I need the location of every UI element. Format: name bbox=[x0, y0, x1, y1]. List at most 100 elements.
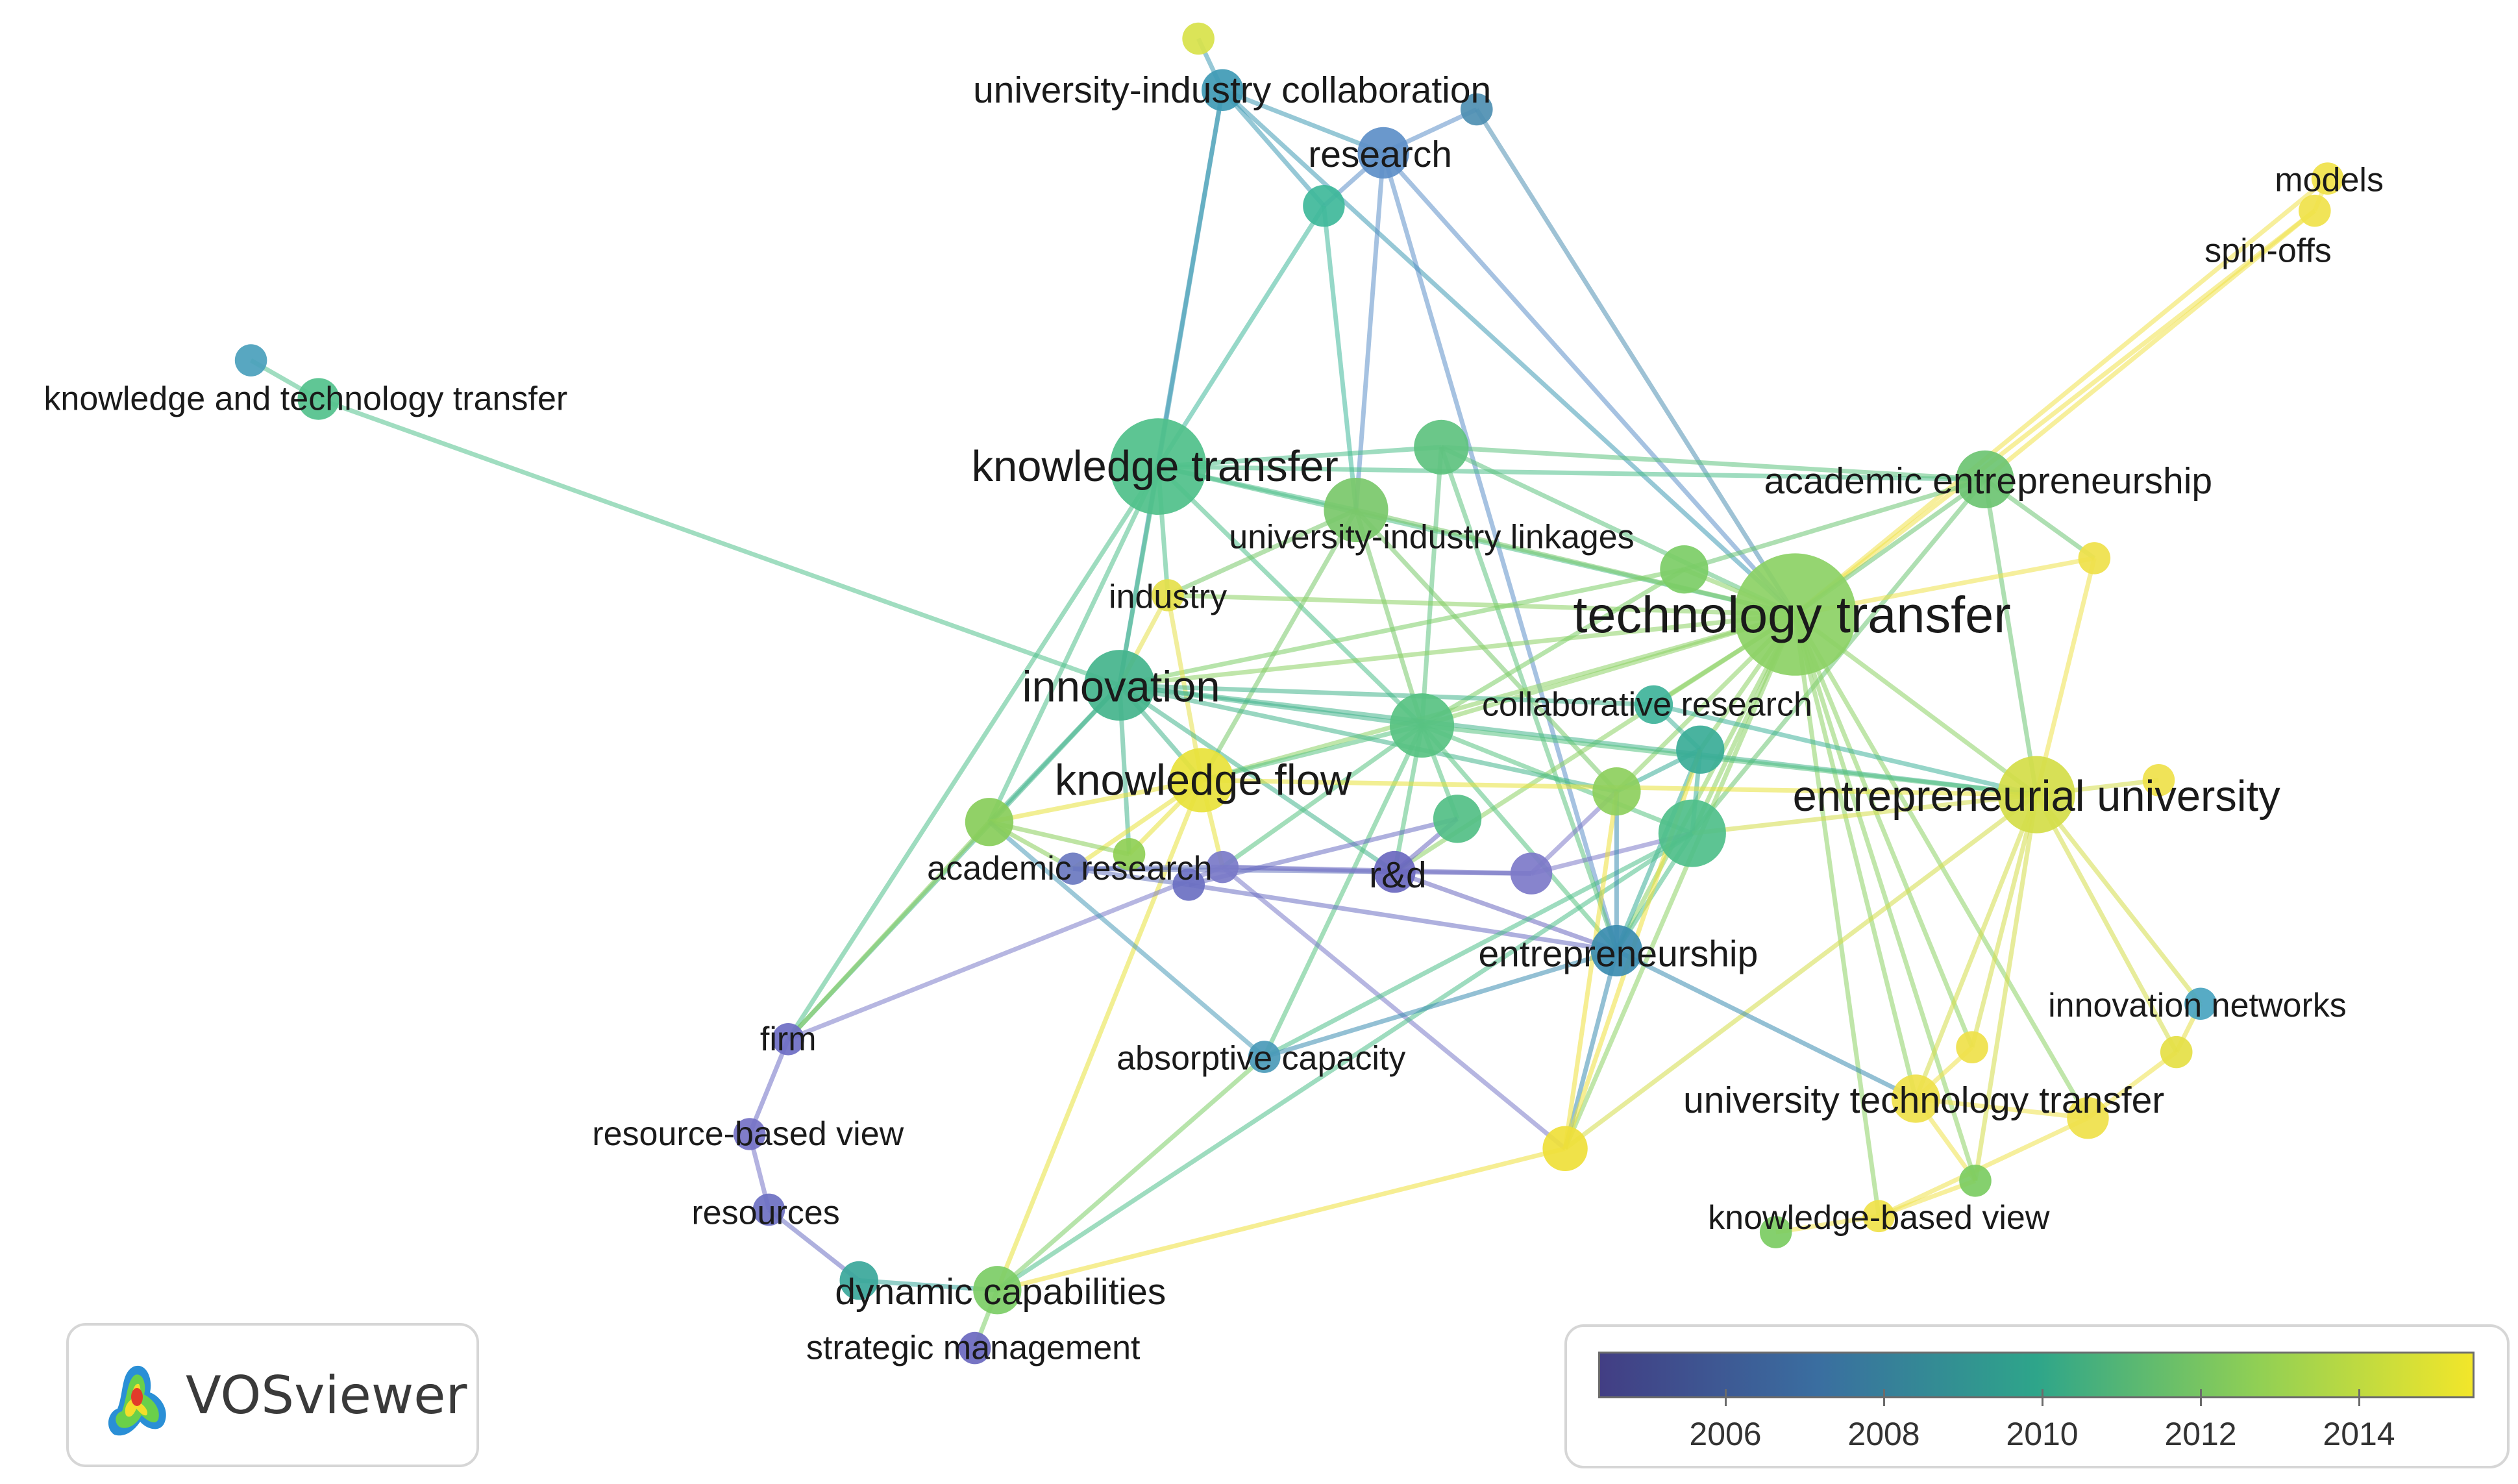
node-n-green-small[interactable] bbox=[1113, 838, 1146, 871]
label-dynamic-capabilities[interactable]: dynamic capabilities bbox=[835, 1271, 1166, 1313]
network-link bbox=[1775, 1213, 1879, 1235]
node-n-purple-ar[interactable] bbox=[1172, 869, 1205, 901]
label-knowledge-flow[interactable]: knowledge flow bbox=[1055, 756, 1352, 804]
network-link bbox=[1353, 509, 1424, 726]
node-technology-transfer[interactable] bbox=[1734, 553, 1857, 676]
node-univ-ind-collab[interactable] bbox=[1202, 69, 1244, 111]
node-n-purple-ar2[interactable] bbox=[1206, 850, 1239, 884]
network-link bbox=[317, 397, 1120, 687]
node-spin-offs[interactable] bbox=[2299, 194, 2331, 227]
node-n-green-mid[interactable] bbox=[1660, 545, 1709, 594]
node-innovation[interactable] bbox=[1084, 650, 1155, 721]
node-academic-research[interactable] bbox=[1057, 852, 1089, 885]
network-link bbox=[1119, 612, 1796, 688]
network-link bbox=[2034, 558, 2097, 795]
node-n-yellow-utt[interactable] bbox=[1956, 1031, 1988, 1063]
node-collaborative-research[interactable] bbox=[1634, 685, 1673, 724]
legend-label: 2010 bbox=[2006, 1416, 2079, 1452]
node-n-green-kbv2[interactable] bbox=[1759, 1216, 1792, 1248]
legend-label: 2014 bbox=[2323, 1416, 2395, 1452]
network-link bbox=[1973, 794, 2039, 1181]
node-n-green-ar[interactable] bbox=[965, 798, 1014, 847]
node-dynamic-capabilities[interactable] bbox=[973, 1266, 1022, 1315]
node-n-green-c2[interactable] bbox=[1433, 795, 1482, 843]
label-rd[interactable]: r&d bbox=[1369, 854, 1427, 896]
label-strategic-management[interactable]: strategic management bbox=[806, 1329, 1141, 1367]
label-resources[interactable]: resources bbox=[691, 1194, 839, 1231]
node-n-yellow-bottom[interactable] bbox=[1542, 1126, 1588, 1171]
node-academic-entrepreneurship[interactable] bbox=[1956, 450, 2014, 509]
label-knowledge-based-view[interactable]: knowledge-based view bbox=[1708, 1199, 2050, 1237]
node-n-yellow-right[interactable] bbox=[2078, 542, 2111, 575]
network-link bbox=[1982, 478, 2039, 795]
node-n-yellow-top[interactable] bbox=[1182, 22, 1215, 55]
node-n-green-kbv[interactable] bbox=[1959, 1165, 1992, 1197]
node-n-blue-top[interactable] bbox=[1461, 93, 1493, 126]
label-entrepreneurship[interactable]: entrepreneurship bbox=[1478, 933, 1758, 974]
legend-tick bbox=[2042, 1389, 2043, 1406]
node-firm[interactable] bbox=[772, 1023, 804, 1056]
label-resource-based-view[interactable]: resource-based view bbox=[592, 1115, 904, 1153]
node-n-green-c3[interactable] bbox=[1592, 767, 1641, 816]
node-n-yellow-eu[interactable] bbox=[2142, 764, 2175, 797]
network-link bbox=[1156, 204, 1326, 468]
node-entrepreneurial-university[interactable] bbox=[1997, 756, 2075, 834]
node-n-yellow-in[interactable] bbox=[2160, 1035, 2193, 1069]
network-link bbox=[1793, 613, 1918, 1100]
node-kt-transfer-small[interactable] bbox=[297, 378, 339, 420]
node-n-teal-top[interactable] bbox=[1303, 184, 1345, 227]
node-research[interactable] bbox=[1357, 127, 1409, 179]
node-n-teal-dc[interactable] bbox=[839, 1261, 878, 1300]
node-entrepreneurship[interactable] bbox=[1590, 924, 1643, 977]
legend-label: 2008 bbox=[1847, 1416, 1920, 1452]
label-entrepreneurial-university[interactable]: entrepreneurial university bbox=[1793, 772, 2281, 821]
label-layer: university-industry collaboration researc… bbox=[43, 69, 2384, 1367]
node-rd[interactable] bbox=[1374, 850, 1416, 893]
network-link bbox=[1355, 508, 1796, 617]
label-technology-transfer[interactable]: technology transfer bbox=[1573, 586, 2010, 643]
network-link bbox=[1263, 948, 1618, 1059]
node-models[interactable] bbox=[2311, 162, 2344, 195]
label-knowledge-transfer[interactable]: knowledge transfer bbox=[972, 442, 1339, 491]
network-link bbox=[1563, 793, 2038, 1151]
network-link bbox=[1420, 724, 1619, 952]
node-strategic-management[interactable] bbox=[958, 1331, 991, 1365]
label-industry[interactable]: industry bbox=[1109, 578, 1227, 615]
node-n-green-kt[interactable] bbox=[1414, 419, 1469, 475]
node-knowledge-based-view[interactable] bbox=[1862, 1200, 1895, 1233]
node-n-green-center[interactable] bbox=[1389, 693, 1455, 758]
network-link bbox=[1220, 88, 1797, 617]
node-absorptive-capacity[interactable] bbox=[1248, 1041, 1281, 1073]
network-link bbox=[1072, 866, 1189, 887]
node-innovation-networks[interactable] bbox=[2184, 987, 2217, 1020]
node-n-green-big[interactable] bbox=[1658, 799, 1726, 867]
node-univ-ind-linkages[interactable] bbox=[1324, 477, 1389, 543]
node-n-purple-rd[interactable] bbox=[1510, 852, 1553, 895]
label-collaborative-research[interactable]: collaborative research bbox=[1482, 686, 1812, 723]
label-univ-ind-collab[interactable]: university-industry collaboration bbox=[973, 69, 1491, 111]
label-univ-ind-linkages[interactable]: university-industry linkages bbox=[1229, 519, 1634, 556]
node-resource-based-view[interactable] bbox=[733, 1118, 766, 1150]
label-university-technology-transfer[interactable]: university technology transfer bbox=[1683, 1080, 2164, 1121]
label-innovation[interactable]: innovation bbox=[1022, 663, 1220, 711]
label-spin-offs[interactable]: spin-offs bbox=[2204, 232, 2332, 270]
network-link bbox=[1167, 593, 1796, 617]
label-research[interactable]: research bbox=[1308, 134, 1452, 175]
node-n-teal-center[interactable] bbox=[1676, 725, 1725, 774]
node-n-yellow-utt2[interactable] bbox=[2067, 1096, 2109, 1139]
node-university-technology-transfer[interactable] bbox=[1892, 1074, 1940, 1123]
node-knowledge-flow[interactable] bbox=[1169, 748, 1234, 813]
label-absorptive-capacity[interactable]: absorptive capacity bbox=[1117, 1040, 1405, 1078]
label-innovation-networks[interactable]: innovation networks bbox=[2048, 987, 2347, 1024]
node-resources[interactable] bbox=[752, 1193, 785, 1226]
label-academic-research[interactable]: academic research bbox=[927, 850, 1212, 887]
node-knowledge-transfer[interactable] bbox=[1109, 418, 1207, 515]
label-kt-transfer-small[interactable]: knowledge and technology transfer bbox=[43, 380, 567, 418]
link-layer bbox=[249, 37, 2330, 1349]
node-industry[interactable] bbox=[1152, 579, 1184, 612]
label-models[interactable]: models bbox=[2275, 162, 2384, 199]
node-n-blue-kt[interactable] bbox=[234, 344, 267, 377]
label-academic-entrepreneurship[interactable]: academic entrepreneurship bbox=[1764, 460, 2213, 502]
label-firm[interactable]: firm bbox=[760, 1020, 817, 1058]
